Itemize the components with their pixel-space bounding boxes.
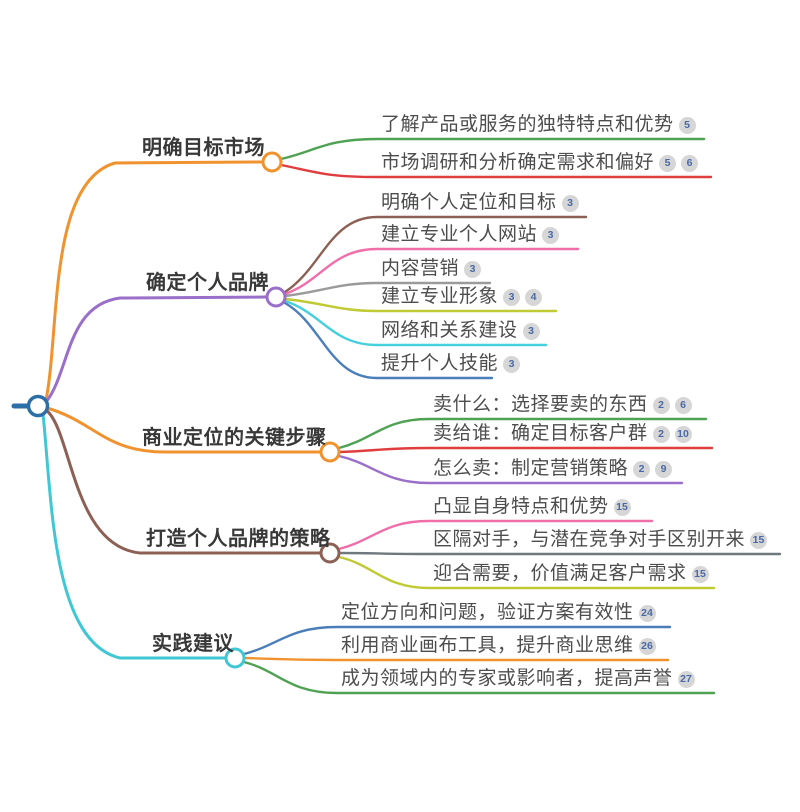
topic-node[interactable]: 利用商业画布工具，提升商业思维 26: [341, 634, 656, 658]
topic-node[interactable]: 市场调研和分析确定需求和偏好 5 6: [381, 151, 699, 175]
topic-text: 市场调研和分析确定需求和偏好: [381, 152, 655, 173]
topic-text: 提升个人技能: [381, 353, 499, 374]
topic-node[interactable]: 内容营销 3: [381, 257, 482, 281]
count-badge: 15: [613, 498, 631, 516]
topic-text: 网络和关系建设: [381, 320, 518, 341]
connector-leaf-3-2: [337, 446, 714, 454]
count-badge: 3: [464, 260, 482, 278]
branch-label: 明确目标市场: [142, 137, 265, 159]
branch-node-key-steps[interactable]: 商业定位的关键步骤: [142, 426, 327, 450]
connector-branch-target-market: [44, 160, 265, 402]
topic-node[interactable]: 提升个人技能 3: [381, 352, 521, 376]
connector-leaf-5-3: [242, 660, 716, 695]
collapse-handle-branch-4[interactable]: [319, 542, 341, 564]
topic-node[interactable]: 了解产品或服务的独特特点和优势 5: [381, 113, 696, 137]
connector-leaf-2-6: [283, 301, 494, 380]
count-badge: 6: [674, 396, 692, 414]
connector-leaf-2-3: [283, 281, 492, 298]
branch-node-strategy[interactable]: 打造个人品牌的策略: [146, 527, 331, 551]
connector-leaf-2-2: [283, 247, 580, 296]
connector-leaf-1-2: [279, 163, 713, 179]
count-badge: 10: [674, 425, 692, 443]
topic-node[interactable]: 建立专业形象 3 4: [381, 285, 543, 309]
branch-label: 确定个人品牌: [146, 272, 269, 294]
topic-node[interactable]: 凸显自身特点和优势 15: [433, 495, 631, 519]
count-badge: 15: [750, 531, 768, 549]
connector-branch-practice: [41, 412, 228, 660]
count-badge: 4: [525, 288, 543, 306]
connector-leaf-4-3: [337, 555, 716, 590]
collapse-handle-branch-1[interactable]: [261, 151, 283, 173]
count-badge: 3: [561, 194, 579, 212]
topic-node[interactable]: 卖什么：选择要卖的东西 2 6: [433, 393, 692, 417]
root-node[interactable]: [26, 394, 50, 418]
collapse-handle-branch-2[interactable]: [265, 286, 287, 308]
connector-leaf-2-4: [283, 297, 558, 313]
topic-text: 定位方向和问题，验证方案有效性: [341, 602, 634, 623]
topic-node[interactable]: 网络和关系建设 3: [381, 319, 540, 343]
connector-leaf-5-1: [242, 625, 672, 656]
collapse-handle-branch-3[interactable]: [319, 441, 341, 463]
connector-leaf-3-1: [337, 417, 708, 450]
count-badge: 24: [638, 604, 656, 622]
collapse-handle-branch-5[interactable]: [224, 647, 246, 669]
topic-node[interactable]: 怎么卖：制定营销策略 2 9: [433, 457, 673, 481]
topic-text: 利用商业画布工具，提升商业思维: [341, 635, 634, 656]
connector-leaf-2-5: [283, 299, 548, 347]
connector-leaf-4-2: [337, 551, 782, 556]
connector-branch-strategy: [44, 408, 323, 555]
connector-leaf-2-1: [283, 215, 588, 294]
count-badge: 26: [638, 637, 656, 655]
topic-text: 成为领域内的专家或影响者，提高声誉: [341, 668, 673, 689]
topic-node[interactable]: 定位方向和问题，验证方案有效性 24: [341, 601, 656, 625]
topic-text: 建立专业个人网站: [381, 224, 538, 245]
count-badge: 3: [503, 288, 521, 306]
count-badge: 27: [677, 670, 695, 688]
connector-branch-personal-brand: [44, 295, 269, 404]
topic-text: 建立专业形象: [381, 286, 499, 307]
topic-text: 了解产品或服务的独特特点和优势: [381, 114, 674, 135]
connector-leaf-5-2: [242, 656, 670, 662]
topic-text: 卖什么：选择要卖的东西: [433, 394, 648, 415]
count-badge: 9: [655, 460, 673, 478]
topic-node[interactable]: 明确个人定位和目标 3: [381, 191, 579, 215]
count-badge: 2: [652, 396, 670, 414]
count-badge: 2: [652, 425, 670, 443]
topic-node[interactable]: 成为领域内的专家或影响者，提高声誉 27: [341, 667, 695, 691]
count-badge: 5: [659, 154, 677, 172]
topic-node[interactable]: 迎合需要，价值满足客户需求 15: [433, 562, 709, 586]
branch-label: 实践建议: [152, 633, 234, 655]
topic-node[interactable]: 建立专业个人网站 3: [381, 223, 560, 247]
branch-node-practice[interactable]: 实践建议: [152, 632, 234, 656]
topic-node[interactable]: 卖给谁：确定目标客户群 2 10: [433, 422, 692, 446]
branch-node-target-market[interactable]: 明确目标市场: [142, 136, 265, 160]
topic-text: 内容营销: [381, 258, 460, 279]
topic-text: 卖给谁：确定目标客户群: [433, 423, 648, 444]
connector-leaf-1-1: [279, 137, 706, 161]
count-badge: 5: [678, 116, 696, 134]
count-badge: 6: [681, 154, 699, 172]
count-badge: 2: [633, 460, 651, 478]
branch-label: 打造个人品牌的策略: [146, 528, 331, 550]
connector-leaf-4-1: [337, 519, 654, 551]
branch-label: 商业定位的关键步骤: [142, 427, 327, 449]
count-badge: 3: [522, 322, 540, 340]
connector-branch-key-steps: [45, 406, 323, 454]
topic-text: 凸显自身特点和优势: [433, 496, 609, 517]
count-badge: 3: [503, 355, 521, 373]
branch-node-personal-brand[interactable]: 确定个人品牌: [146, 271, 269, 295]
topic-text: 迎合需要，价值满足客户需求: [433, 563, 687, 584]
count-badge: 3: [542, 226, 560, 244]
topic-text: 怎么卖：制定营销策略: [433, 458, 629, 479]
topic-text: 区隔对手，与潜在竞争对手区别开来: [433, 529, 746, 550]
topic-text: 明确个人定位和目标: [381, 192, 557, 213]
topic-node[interactable]: 区隔对手，与潜在竞争对手区别开来 15: [433, 528, 768, 552]
connector-leaf-3-3: [337, 454, 684, 485]
count-badge: 15: [691, 565, 709, 583]
